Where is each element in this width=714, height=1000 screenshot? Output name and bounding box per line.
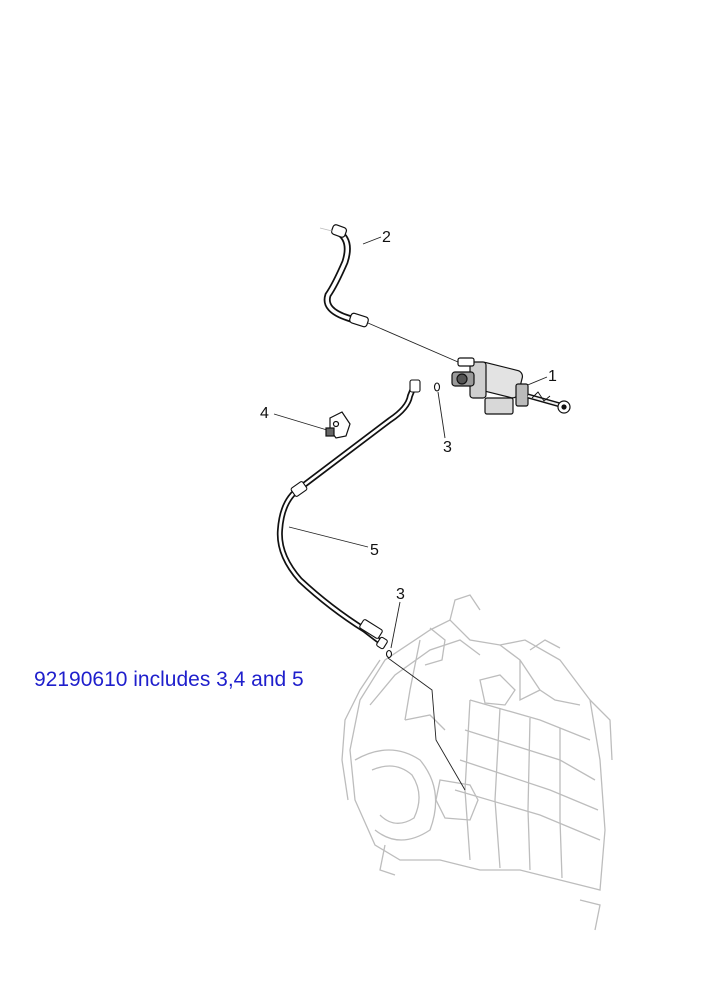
- callout-3-lower: 3: [396, 586, 405, 603]
- leader-line-5: [288, 526, 369, 548]
- leader-line-4: [273, 413, 328, 431]
- leader-line-2: [362, 236, 382, 245]
- part-3-seal-upper: [433, 382, 441, 392]
- callout-2: 2: [382, 229, 391, 246]
- callout-4: 4: [260, 405, 269, 422]
- part-2-feed-hose: [319, 224, 369, 328]
- leader-line-3-upper: [437, 391, 446, 439]
- kit-note: 92190610 includes 3,4 and 5: [34, 668, 304, 691]
- part-1-master-cylinder: [451, 357, 571, 415]
- leader-line-pipe-to-gearbox: [387, 657, 466, 791]
- leader-line-hose-to-cylinder: [367, 322, 459, 363]
- part-3-seal-lower: [385, 649, 393, 659]
- leader-lines: [273, 236, 548, 791]
- part-4-bracket: [325, 411, 351, 439]
- callout-3-upper: 3: [443, 439, 452, 456]
- callout-1: 1: [548, 368, 557, 385]
- gearbox-housing: [341, 594, 613, 931]
- leader-line-3-lower: [390, 601, 401, 649]
- part-5-clutch-pipe: [276, 379, 421, 650]
- callout-5: 5: [370, 542, 379, 559]
